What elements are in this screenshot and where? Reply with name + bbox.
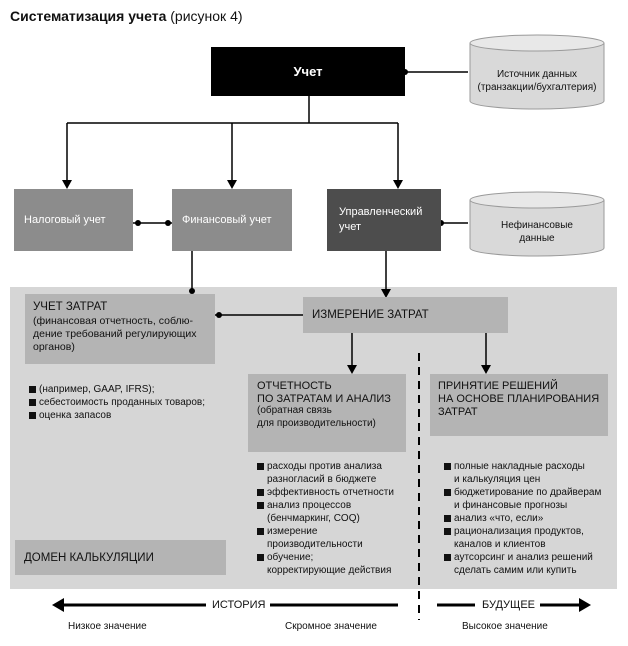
reporting-title-1: ОТЧЕТНОСТЬ	[257, 380, 332, 392]
management-line-2: учет	[339, 221, 362, 233]
list-item: аутсорсинг и анализ решений	[444, 551, 616, 564]
list-item: обучение;	[257, 551, 417, 564]
list-item-cont: корректирующие действия	[267, 565, 392, 576]
reporting-sub-1: (обратная связь	[257, 405, 332, 416]
tax-accounting-label: Налоговый учет	[24, 214, 106, 226]
accounting-box: Учет	[211, 47, 405, 96]
cost-measurement-label: ИЗМЕРЕНИЕ ЗАТРАТ	[312, 309, 429, 321]
financial-accounting-label: Финансовый учет	[182, 214, 272, 226]
list-item-cont: сделать самим или купить	[454, 565, 577, 576]
cost-accounting-list: (например, GAAP, IFRS); себестоимость пр…	[29, 383, 219, 422]
list-item: себестоимость проданных товаров;	[29, 396, 219, 409]
decisions-line-3: ЗАТРАТ	[438, 406, 478, 418]
list-item: рационализация продуктов,	[444, 525, 616, 538]
data-source-label: Источник данных (транзакции/бухгалтерия)	[470, 68, 604, 94]
management-accounting-box: Управленческий учет	[327, 189, 441, 251]
list-item: анализ «что, если»	[444, 512, 616, 525]
decisions-line-2: НА ОСНОВЕ ПЛАНИРОВАНИЯ	[438, 393, 600, 405]
data-source-cylinder	[469, 34, 605, 110]
list-item: оценка запасов	[29, 409, 219, 422]
nonfinancial-cylinder	[469, 191, 605, 257]
future-label: БУДУЩЕЕ	[482, 599, 536, 611]
list-item-cont: и финансовые прогнозы	[454, 500, 568, 511]
low-value-label: Низкое значение	[68, 621, 147, 632]
cost-accounting-box: УЧЕТ ЗАТРАТ (финансовая отчетность, собл…	[25, 294, 215, 364]
cost-accounting-line-2: дение требований регулирующих	[33, 328, 197, 340]
diagram-title: Систематизация учета (рисунок 4)	[10, 8, 243, 24]
list-item-cont: и калькуляция цен	[454, 474, 541, 485]
title-rest: (рисунок 4)	[170, 8, 243, 24]
list-item: полные накладные расходы	[444, 460, 616, 473]
list-item-cont: (бенчмаркинг, COQ)	[267, 513, 360, 524]
list-item: анализ процессов	[257, 499, 417, 512]
data-source-line-2: (транзакции/бухгалтерия)	[477, 82, 597, 93]
management-line-1: Управленческий	[339, 206, 423, 218]
list-item-cont: каналов и клиентов	[454, 539, 546, 550]
decisions-line-1: ПРИНЯТИЕ РЕШЕНИЙ	[438, 380, 558, 392]
reporting-title-2: ПО ЗАТРАТАМ И АНАЛИЗ	[257, 392, 391, 405]
reporting-box: ОТЧЕТНОСТЬ ПО ЗАТРАТАМ И АНАЛИЗ (обратна…	[248, 374, 406, 452]
nonfinancial-line-1: Нефинансовые	[501, 220, 573, 231]
accounting-label: Учет	[293, 64, 323, 79]
decisions-list: полные накладные расходы и калькуляция ц…	[444, 460, 616, 577]
cost-accounting-line-3: органов)	[33, 341, 75, 353]
list-item: измерение	[257, 525, 417, 538]
cost-measurement-box: ИЗМЕРЕНИЕ ЗАТРАТ	[303, 297, 508, 333]
cost-accounting-title: УЧЕТ ЗАТРАТ	[33, 301, 108, 313]
costing-domain-label: ДОМЕН КАЛЬКУЛЯЦИИ	[24, 551, 154, 564]
list-item-cont: производительности	[267, 539, 363, 550]
nonfinancial-label: Нефинансовые данные	[470, 219, 604, 245]
data-source-line-1: Источник данных	[496, 69, 578, 80]
high-value-label: Высокое значение	[462, 621, 548, 632]
costing-domain-box: ДОМЕН КАЛЬКУЛЯЦИИ	[15, 540, 226, 575]
tax-accounting-box: Налоговый учет	[14, 189, 133, 251]
nonfinancial-line-2: данные	[519, 233, 555, 244]
list-item: эффективность отчетности	[257, 486, 417, 499]
decisions-box: ПРИНЯТИЕ РЕШЕНИЙ НА ОСНОВЕ ПЛАНИРОВАНИЯ …	[430, 374, 608, 436]
list-item: расходы против анализа	[257, 460, 417, 473]
list-item: бюджетирование по драйверам	[444, 486, 616, 499]
cost-accounting-line-1: (финансовая отчетность, соблю-	[33, 315, 193, 327]
financial-accounting-box: Финансовый учет	[172, 189, 292, 251]
reporting-list: расходы против анализа разногласий в бюд…	[257, 460, 417, 577]
modest-value-label: Скромное значение	[285, 621, 377, 632]
list-item-cont: разногласий в бюджете	[267, 474, 377, 485]
list-item: (например, GAAP, IFRS);	[29, 383, 219, 396]
reporting-sub-2: для производительности)	[257, 417, 376, 429]
title-bold: Систематизация учета	[10, 8, 167, 24]
history-label: ИСТОРИЯ	[212, 599, 266, 611]
